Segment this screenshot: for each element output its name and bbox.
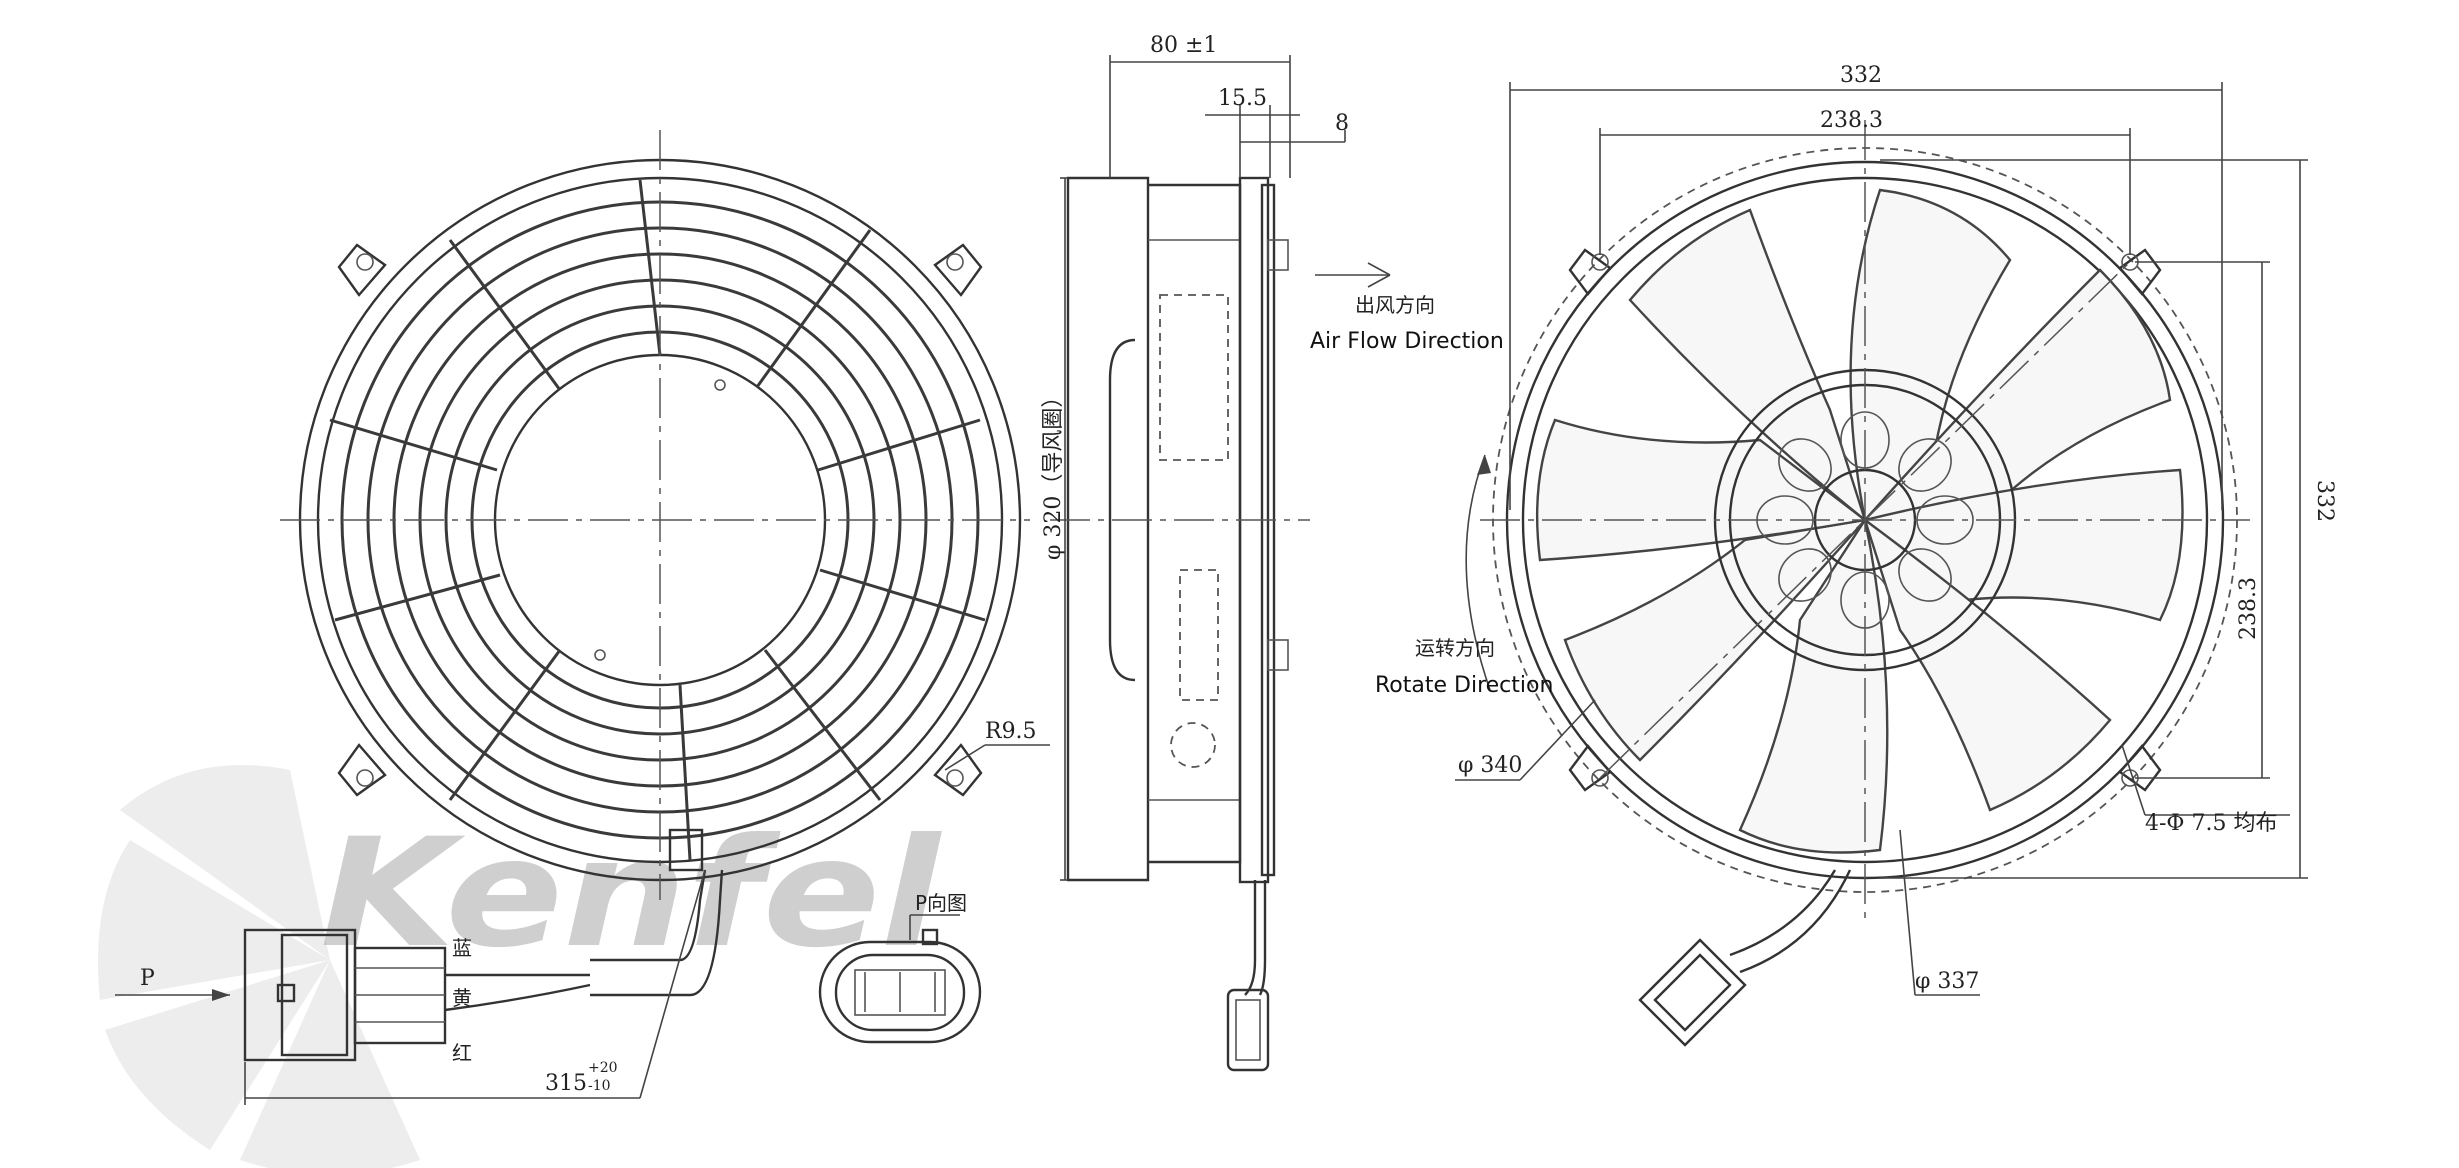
p-direction-label: P: [140, 966, 155, 991]
shroud-diameter-label: φ 320（导风圈）: [1041, 386, 1066, 560]
depth-label: 80 ±1: [1150, 33, 1217, 58]
side-shroud: [1066, 176, 1150, 882]
watermark-brand-text: Kenfel: [320, 807, 943, 981]
airflow-en-label: Air Flow Direction: [1310, 329, 1504, 354]
hole-spacing-h-label: 238.3: [1820, 108, 1883, 133]
connector-view-label: P向图: [915, 891, 967, 915]
wire-color-blue: 蓝: [452, 936, 472, 960]
overall-width-label: 332: [1840, 63, 1882, 88]
rotate-en-label: Rotate Direction: [1375, 673, 1553, 698]
overall-height-dimension: 332: [1880, 159, 2337, 879]
overall-height-label: 332: [2312, 480, 2337, 522]
side-flange: [1238, 176, 1270, 884]
blade-diameter-leader: φ 337: [1899, 829, 1980, 996]
hole-spacing-v-dimension: 238.3: [2135, 261, 2270, 779]
blade-diameter-label: φ 337: [1915, 969, 1979, 994]
overall-width-dimension: 332: [1509, 63, 2223, 510]
outer-diameter-leader: φ 340: [1455, 699, 1596, 781]
rotate-cn-label: 运转方向: [1415, 636, 1495, 660]
cable-length-label: 315: [545, 1071, 587, 1096]
flange-thickness-dimension: 8: [1240, 111, 1349, 143]
airflow-cn-label: 出风方向: [1355, 293, 1435, 317]
hole-spacing-v-label: 238.3: [2236, 577, 2261, 640]
connector-p-view: P向图: [818, 891, 982, 1044]
flange-offset-dimension: 15.5: [1205, 86, 1300, 178]
front-grill-spokes: [329, 179, 986, 861]
depth-dimension: 80 ±1: [1109, 33, 1291, 178]
rear-view: 332 238.3 332 238.3 运转方向 Rotate Directio…: [1375, 63, 2337, 1047]
shroud-diameter-dimension: φ 320（导风圈）: [1041, 177, 1068, 881]
flange-thickness-label: 8: [1335, 111, 1349, 136]
wire-color-red: 红: [452, 1041, 472, 1065]
front-view: R9.5 蓝 黄 红 P 315: [115, 130, 1050, 1105]
flange-offset-label: 15.5: [1218, 86, 1267, 111]
side-internal-box-2: [1179, 569, 1219, 701]
rear-connector: [1638, 869, 1852, 1047]
watermark-fan-icon: [98, 765, 420, 1168]
watermark-logo: Kenfel: [98, 765, 943, 1168]
cable-tolerance-upper: +20: [588, 1060, 618, 1076]
hole-spacing-h-dimension: 238.3: [1599, 108, 2131, 255]
rear-mount-ears: [1568, 248, 2162, 792]
outer-diameter-label: φ 340: [1458, 753, 1522, 778]
p-direction-arrow: P: [115, 966, 230, 1001]
rotate-direction: 运转方向 Rotate Direction: [1375, 454, 1553, 698]
mount-holes-leader: 4-Φ 7.5 均布: [2121, 744, 2290, 836]
cable-tolerance-lower: -10: [588, 1078, 611, 1094]
fillet-radius-label: R9.5: [985, 719, 1037, 744]
wire-color-yellow: 黄: [452, 986, 472, 1010]
front-mount-ears: [337, 243, 983, 797]
cable-length-dimension: 315 +20 -10: [244, 869, 706, 1105]
side-internal-box-1: [1159, 294, 1229, 461]
mount-holes-label: 4-Φ 7.5 均布: [2145, 811, 2277, 836]
airflow-direction: 出风方向 Air Flow Direction: [1310, 262, 1504, 354]
rear-fan-blades: [1535, 188, 2184, 854]
side-view: 80 ±1 15.5 8 φ 320（导风圈） 出风方向 Air Flow Di…: [1041, 33, 1504, 1072]
front-connector: 蓝 黄 红: [243, 869, 724, 1065]
front-cable-exit: [668, 828, 704, 872]
